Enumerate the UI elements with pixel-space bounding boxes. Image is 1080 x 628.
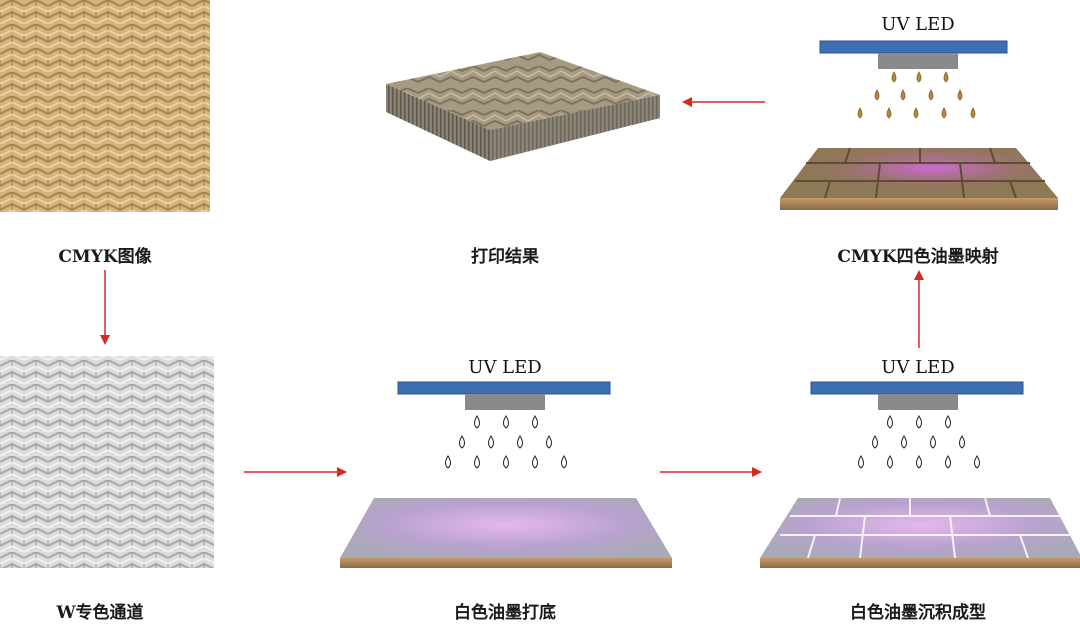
caption-print-result: 打印结果 [471,247,539,267]
caption-cmyk-image: CMYK图像 [58,247,152,267]
cmyk-weave-image [0,0,210,212]
print-result-block [386,52,660,161]
uv-led-label-bottom-right: UV LED [881,357,955,378]
white-base-plate [340,498,672,568]
cmyk-ink-droplets [857,71,976,119]
caption-cmyk-ink-mapping: CMYK四色油墨映射 [837,247,999,267]
white-ink-droplets-right [858,415,980,469]
uv-led-label-bottom-middle: UV LED [468,357,542,378]
w-channel-weave-image [0,356,214,568]
cmyk-plate [780,147,1058,210]
caption-w-spot-channel: W专色通道 [56,603,144,623]
white-ink-droplets-middle [445,415,567,469]
caption-white-ink-deposition: 白色油墨沉积成型 [850,603,986,623]
caption-white-ink-base: 白色油墨打底 [454,603,556,623]
white-deposition-plate [760,497,1080,568]
uv-led-label-top-right: UV LED [881,14,955,35]
uv-lamp-top-right [819,40,1008,69]
uv-lamp-bottom-right [810,381,1024,410]
uv-lamp-bottom-middle [397,381,611,410]
